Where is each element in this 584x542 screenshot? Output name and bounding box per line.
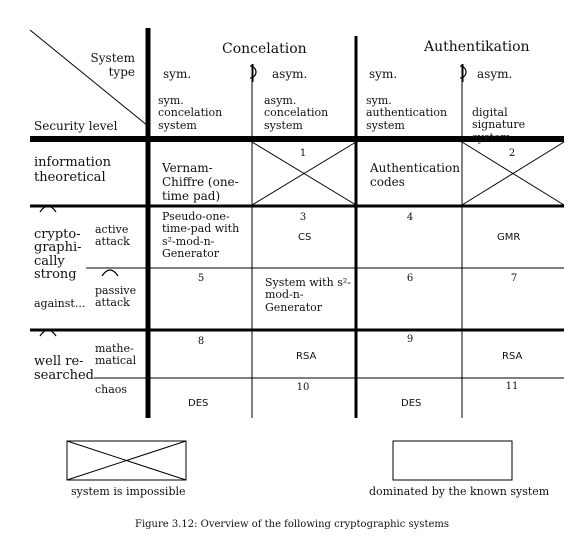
digital-signature-system: digital signature system [472,106,526,144]
des-cell-authentication: DES [401,398,422,409]
sym-authentication-system: sym. authentication system [366,94,448,132]
cell-number: 5 [197,273,205,284]
passive-attack-label: passive attack [95,284,137,310]
asym-label-authentication: asym. [477,67,513,81]
vernam-cell: Vernam-Chiffre (one-time pad) [162,161,239,204]
pseudo-pad-cell: Pseudo-one- time-pad with s²-mod-n- Gene… [162,210,240,260]
figure-caption: Figure 3.12: Overview of the following c… [135,519,449,530]
legend-dominated-label: dominated by the known system [369,485,550,498]
legend-impossible-label: system is impossible [71,485,186,498]
asym-label-concelation: asym. [272,67,308,81]
cell-number: 8 [197,336,205,347]
well-researched-label: well re- searched [34,354,94,383]
system-type-label: System type [90,51,135,80]
rsa-cell-concelation: RSA [296,351,317,362]
des-cell-concelation: DES [188,398,209,409]
cell-number: 4 [406,212,414,223]
cell-number: 10 [296,382,310,393]
against-label: against... [34,297,86,310]
asym-concelation-system: asym. concelation system [264,94,329,132]
cell-number: 11 [505,381,519,392]
system-with-cell: System with s²-mod-n- Generator [265,276,351,314]
gmr-cell: GMR [497,232,521,243]
crypto-strong-label: crypto- graphi- cally strong [34,227,82,282]
cell-number: 2 [508,148,516,159]
cell-number: 9 [406,334,414,345]
auth-codes-cell: Authentication codes [370,161,460,190]
chaos-label: chaos [95,383,128,396]
security-level-label: Security level [34,119,118,133]
sym-label-authentication: sym. [369,67,398,81]
info-theoretical-label: information theoretical [34,155,112,185]
active-attack-label: active attack [95,223,130,249]
cell-number: 6 [406,273,414,284]
cell-number: 7 [510,273,518,284]
sym-concelation-system: sym. concelation system [158,94,223,132]
cs-cell: CS [298,232,312,243]
concelation-heading: Concelation [222,41,307,57]
rsa-cell-signature: RSA [502,351,523,362]
mathematical-label: mathe- matical [95,342,137,368]
authentikation-heading: Authentikation [424,39,530,55]
sym-label-concelation: sym. [163,67,192,81]
cell-number: 3 [299,212,307,223]
cell-number: 1 [299,148,307,159]
